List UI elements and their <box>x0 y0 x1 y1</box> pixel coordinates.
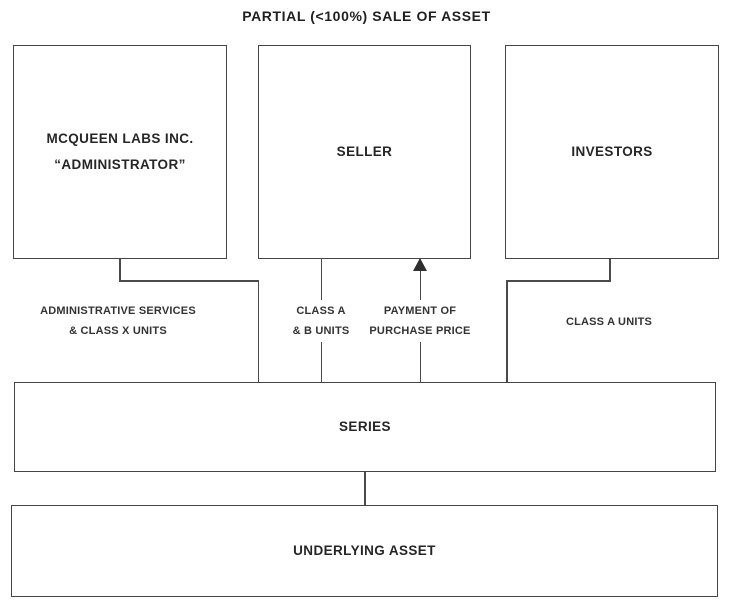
administrator-box: MCQUEEN LABS INC. “ADMINISTRATOR” <box>13 45 227 259</box>
series-label: SERIES <box>339 419 391 434</box>
class-a-b-units-label: CLASS A & B UNITS <box>287 300 355 342</box>
administrator-series-connector-drop <box>119 259 121 281</box>
series-box: SERIES <box>14 382 716 472</box>
investors-label: INVESTORS <box>571 144 653 159</box>
diagram-title: PARTIAL (<100%) SALE OF ASSET <box>242 8 491 24</box>
investors-series-connector-drop <box>609 259 611 281</box>
payment-label-line1: PAYMENT OF <box>383 305 457 317</box>
administrative-services-label: ADMINISTRATIVE SERVICES & CLASS X UNITS <box>35 300 201 342</box>
seller-label: SELLER <box>336 144 393 159</box>
investors-series-connector-horizontal <box>505 280 611 282</box>
class-a-b-units-label-line1: CLASS A <box>296 305 346 317</box>
payment-of-purchase-price-label: PAYMENT OF PURCHASE PRICE <box>364 300 476 342</box>
seller-box: SELLER <box>258 45 471 259</box>
administrator-role: “ADMINISTRATOR” <box>54 157 186 172</box>
administrator-series-connector-vertical <box>257 280 259 382</box>
investors-series-connector-vertical <box>505 280 508 382</box>
administrator-name: MCQUEEN LABS INC. <box>46 131 194 146</box>
underlying-asset-label: UNDERLYING ASSET <box>293 543 436 558</box>
class-a-b-units-label-line2: & B UNITS <box>292 325 350 337</box>
administrative-services-label-line1: ADMINISTRATIVE SERVICES <box>40 305 196 317</box>
class-a-units-label-text: CLASS A UNITS <box>565 316 653 328</box>
arrowhead-up-icon <box>413 258 427 271</box>
series-underlying-asset-connector <box>364 472 366 505</box>
class-a-units-label: CLASS A UNITS <box>560 311 658 333</box>
administrator-series-connector-horizontal <box>119 280 259 282</box>
administrative-services-label-line2: & CLASS X UNITS <box>69 325 167 337</box>
payment-label-line2: PURCHASE PRICE <box>369 325 471 337</box>
investors-box: INVESTORS <box>505 45 719 259</box>
underlying-asset-box: UNDERLYING ASSET <box>11 505 718 597</box>
